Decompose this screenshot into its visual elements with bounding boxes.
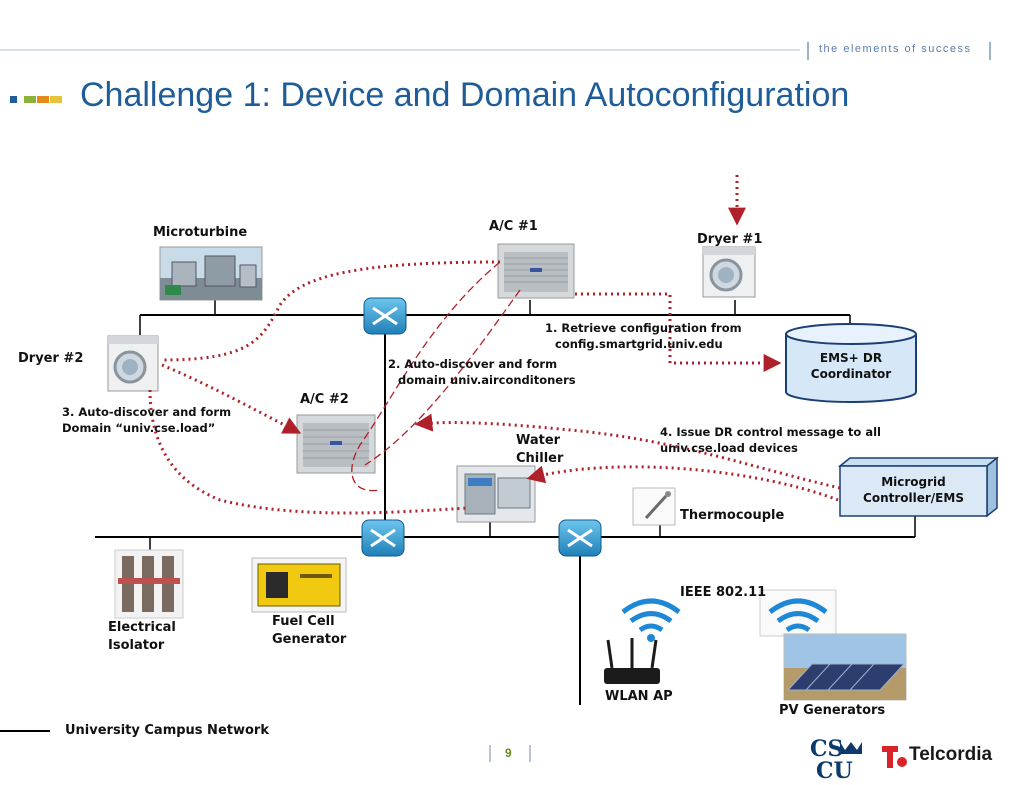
wifi-icon xyxy=(759,589,837,637)
microturbine-icon xyxy=(159,246,263,301)
label-microgrid-line2: Controller/EMS xyxy=(863,491,964,505)
label-fuelcell-line2: Generator xyxy=(272,632,347,647)
label-water-chiller: Water Chiller xyxy=(516,432,563,468)
label-ieee: IEEE 802.11 xyxy=(680,585,767,600)
legend-network-label: University Campus Network xyxy=(65,723,269,738)
page-title: Challenge 1: Device and Domain Autoconfi… xyxy=(80,76,850,114)
dryer-icon xyxy=(107,335,159,392)
fuel-cell-generator-icon xyxy=(251,557,347,613)
ems-coordinator-icon xyxy=(785,323,917,403)
step-3-line1: 3. Auto-discover and form xyxy=(62,405,232,419)
label-ems-coordinator: EMS+ DR Coordinator xyxy=(786,350,916,382)
step-2-line1: 2. Auto-discover and form xyxy=(388,357,558,371)
pv-generators-icon xyxy=(783,633,907,701)
step-1-text: 1. Retrieve configuration from config.sm… xyxy=(545,320,742,352)
title-bullet-icon xyxy=(10,96,62,103)
telcordia-logo: Telcordia xyxy=(909,744,993,765)
logo-cs-bottom: CU xyxy=(816,758,853,784)
telcordia-logo-icon xyxy=(882,746,907,768)
crown-icon xyxy=(840,742,862,754)
label-electrical-isolator: Electrical Isolator xyxy=(108,619,176,655)
router-icon xyxy=(363,297,407,335)
label-pv-generators: PV Generators xyxy=(779,703,886,718)
step-3-line2: Domain “univ.cse.load” xyxy=(62,421,216,435)
network-lines xyxy=(95,300,916,705)
ac-unit-icon xyxy=(497,243,575,299)
label-ems-line2: Coordinator xyxy=(810,367,892,381)
label-isolator-line2: Isolator xyxy=(108,638,165,653)
header-rule xyxy=(0,42,991,60)
tagline: the elements of success xyxy=(819,43,972,55)
flow-arrows xyxy=(148,175,841,515)
discovery-dashed-lines xyxy=(351,261,521,492)
label-thermocouple: Thermocouple xyxy=(680,508,785,523)
label-ems-line1: EMS+ DR xyxy=(819,351,883,365)
step-4-text: 4. Issue DR control message to all univ.… xyxy=(660,424,881,456)
page-number: 9 xyxy=(505,746,512,760)
step-2-text: 2. Auto-discover and form domain univ.ai… xyxy=(388,356,576,388)
label-water-chiller-line1: Water xyxy=(516,433,561,448)
label-ac1: A/C #1 xyxy=(489,219,538,234)
microgrid-controller-icon xyxy=(837,456,1000,518)
wlan-ap-icon xyxy=(604,638,660,684)
dryer-icon xyxy=(702,246,756,298)
step-2-line2: domain univ.airconditoners xyxy=(398,373,576,387)
router-icon xyxy=(558,519,602,557)
step-4-line1: 4. Issue DR control message to all xyxy=(660,425,881,439)
ac-unit-icon xyxy=(296,414,376,474)
label-fuel-cell-generator: Fuel Cell Generator xyxy=(272,613,346,649)
label-microturbine: Microturbine xyxy=(153,225,248,240)
label-ac2: A/C #2 xyxy=(300,392,349,407)
label-microgrid-controller: Microgrid Controller/EMS xyxy=(840,474,987,506)
label-dryer1: Dryer #1 xyxy=(697,232,763,247)
step-4-line2: univ.cse.load devices xyxy=(660,441,798,455)
step-1-line2: config.smartgrid.univ.edu xyxy=(555,337,723,351)
label-fuelcell-line1: Fuel Cell xyxy=(272,614,335,629)
water-chiller-icon xyxy=(456,465,536,523)
label-wlan-ap: WLAN AP xyxy=(605,689,673,704)
label-dryer2: Dryer #2 xyxy=(18,351,84,366)
router-icon xyxy=(361,519,405,557)
columbia-logo: CS CU xyxy=(810,738,853,782)
label-water-chiller-line2: Chiller xyxy=(516,451,564,466)
thermocouple-icon xyxy=(632,487,676,526)
wifi-icon xyxy=(621,598,681,642)
electrical-isolator-icon xyxy=(114,549,184,619)
step-3-text: 3. Auto-discover and form Domain “univ.c… xyxy=(62,404,231,436)
step-1-line1: 1. Retrieve configuration from xyxy=(545,321,742,335)
logo-cs-top: CS xyxy=(810,736,844,762)
label-isolator-line1: Electrical xyxy=(108,620,176,635)
label-microgrid-line1: Microgrid xyxy=(881,475,946,489)
